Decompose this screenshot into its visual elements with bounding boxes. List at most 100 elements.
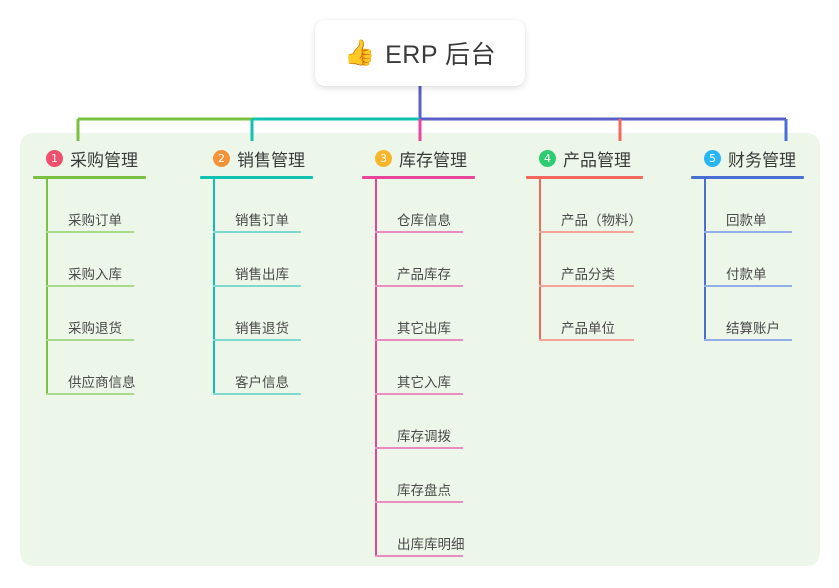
column-badge-3: 3 — [375, 149, 392, 167]
column-5: 5 财务管理回款单付款单结算账户 — [691, 146, 834, 341]
list-item-underline — [704, 339, 792, 341]
list-item-underline — [375, 501, 463, 503]
column-underline-4 — [526, 176, 643, 179]
list-item-label: 销售出库 — [235, 267, 289, 282]
column-header-1[interactable]: 1 采购管理 — [33, 146, 176, 170]
list-item[interactable]: 客户信息 — [213, 341, 343, 395]
list-item[interactable]: 销售出库 — [213, 233, 343, 287]
column-items-1: 采购订单采购入库采购退货供应商信息 — [33, 179, 176, 395]
list-item-label: 产品库存 — [397, 267, 451, 282]
column-items-4: 产品（物料） 产品分类产品单位 — [526, 179, 673, 341]
list-item[interactable]: 采购入库 — [46, 233, 176, 287]
column-3: 3 库存管理仓库信息产品库存其它出库其它入库库存调拨库存盘点出库库明细 — [362, 146, 505, 557]
list-item[interactable]: 产品库存 — [375, 233, 505, 287]
list-item-label: 库存调拨 — [397, 429, 451, 444]
list-item-label: 采购入库 — [68, 267, 122, 282]
thumbs-up-icon: 👍 — [343, 38, 376, 67]
list-item-underline — [539, 339, 634, 341]
list-item-underline — [46, 393, 134, 395]
list-item[interactable]: 回款单 — [704, 179, 834, 233]
list-item-label: 客户信息 — [235, 375, 289, 390]
list-item-underline — [213, 285, 301, 287]
list-item[interactable]: 产品分类 — [539, 233, 673, 287]
list-item[interactable]: 采购退货 — [46, 287, 176, 341]
column-title-2: 销售管理 — [237, 150, 305, 170]
column-badge-4: 4 — [539, 149, 556, 167]
column-header-2[interactable]: 2 销售管理 — [200, 146, 343, 170]
list-item-label: 其它出库 — [397, 321, 451, 336]
column-badge-1: 1 — [46, 149, 63, 167]
list-item-underline — [213, 231, 301, 233]
list-item-label: 回款单 — [726, 213, 767, 228]
column-badge-5: 5 — [704, 149, 721, 167]
column-title-5: 财务管理 — [728, 150, 796, 170]
list-item[interactable]: 其它入库 — [375, 341, 505, 395]
list-item-underline — [46, 285, 134, 287]
list-item-underline — [704, 285, 792, 287]
column-header-3[interactable]: 3 库存管理 — [362, 146, 505, 170]
column-header-4[interactable]: 4 产品管理 — [526, 146, 673, 170]
list-item-underline — [375, 285, 463, 287]
list-item-underline — [213, 339, 301, 341]
column-spine-2 — [213, 179, 215, 395]
column-1: 1 采购管理采购订单采购入库采购退货供应商信息 — [33, 146, 176, 395]
list-item-underline — [704, 231, 792, 233]
list-item[interactable]: 仓库信息 — [375, 179, 505, 233]
list-item[interactable]: 销售退货 — [213, 287, 343, 341]
list-item-underline — [375, 447, 463, 449]
list-item[interactable]: 库存调拨 — [375, 395, 505, 449]
list-item-label: 产品单位 — [561, 321, 615, 336]
list-item-underline — [375, 555, 463, 557]
column-underline-5 — [691, 176, 804, 179]
list-item-label: 付款单 — [726, 267, 767, 282]
list-item-underline — [375, 339, 463, 341]
column-title-4: 产品管理 — [563, 150, 631, 170]
column-spine-1 — [46, 179, 48, 395]
list-item-label: 销售订单 — [235, 213, 289, 228]
column-title-1: 采购管理 — [70, 150, 138, 170]
list-item-label: 供应商信息 — [68, 375, 136, 390]
column-header-5[interactable]: 5 财务管理 — [691, 146, 834, 170]
list-item-label: 库存盘点 — [397, 483, 451, 498]
column-underline-3 — [362, 176, 475, 179]
list-item-label: 仓库信息 — [397, 213, 451, 228]
column-title-3: 库存管理 — [399, 150, 467, 170]
list-item[interactable]: 产品单位 — [539, 287, 673, 341]
list-item[interactable]: 付款单 — [704, 233, 834, 287]
list-item[interactable]: 销售订单 — [213, 179, 343, 233]
list-item[interactable]: 供应商信息 — [46, 341, 176, 395]
list-item[interactable]: 库存盘点 — [375, 449, 505, 503]
list-item-label: 采购退货 — [68, 321, 122, 336]
column-items-5: 回款单付款单结算账户 — [691, 179, 834, 341]
list-item[interactable]: 结算账户 — [704, 287, 834, 341]
column-4: 4 产品管理产品（物料） 产品分类产品单位 — [526, 146, 673, 341]
list-item[interactable]: 其它出库 — [375, 287, 505, 341]
column-2: 2 销售管理销售订单销售出库销售退货客户信息 — [200, 146, 343, 395]
column-spine-3 — [375, 179, 377, 557]
list-item[interactable]: 采购订单 — [46, 179, 176, 233]
list-item-label: 出库库明细 — [397, 537, 465, 552]
column-badge-2: 2 — [213, 149, 230, 167]
column-underline-2 — [200, 176, 313, 179]
list-item-underline — [539, 285, 634, 287]
root-node-title: ERP 后台 — [385, 41, 497, 69]
list-item-label: 产品（物料） — [561, 213, 642, 228]
list-item[interactable]: 出库库明细 — [375, 503, 505, 557]
list-item-label: 结算账户 — [726, 321, 780, 336]
list-item-underline — [46, 339, 134, 341]
column-spine-5 — [704, 179, 706, 341]
list-item-label: 其它入库 — [397, 375, 451, 390]
list-item-label: 销售退货 — [235, 321, 289, 336]
list-item-underline — [46, 231, 134, 233]
list-item-underline — [539, 231, 634, 233]
list-item-label: 采购订单 — [68, 213, 122, 228]
list-item-label: 产品分类 — [561, 267, 615, 282]
column-underline-1 — [33, 176, 146, 179]
list-item-underline — [375, 393, 463, 395]
list-item-underline — [213, 393, 301, 395]
column-spine-4 — [539, 179, 541, 341]
list-item[interactable]: 产品（物料） — [539, 179, 673, 233]
list-item-underline — [375, 231, 463, 233]
root-node[interactable]: 👍 ERP 后台 — [315, 20, 525, 86]
